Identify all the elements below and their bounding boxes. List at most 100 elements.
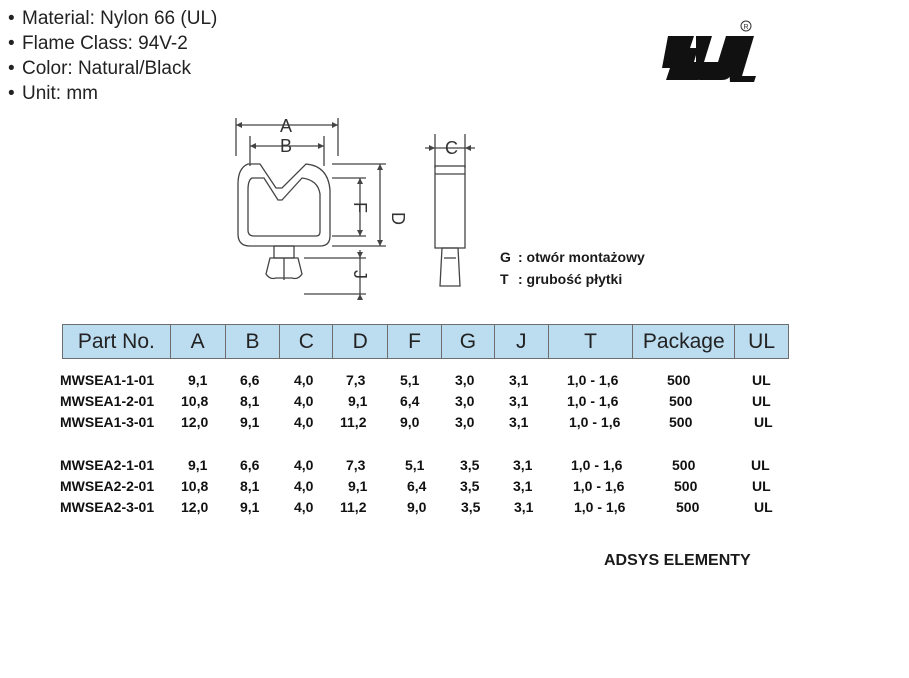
cell-part-no: MWSEA1-3-01 bbox=[60, 414, 155, 430]
legend-key-t: T bbox=[500, 271, 509, 287]
dim-label-d: D bbox=[388, 212, 408, 225]
cell-c: 4,0 bbox=[294, 478, 314, 494]
table-row: MWSEA1-2-01 10,8 8,1 4,0 9,1 6,4 3,0 3,1… bbox=[0, 393, 909, 414]
clip-body-outer bbox=[237, 163, 331, 247]
cell-ul: UL bbox=[754, 499, 773, 515]
dim-b-arrow-right bbox=[318, 143, 324, 149]
table-row: MWSEA2-1-01 9,1 6,6 4,0 7,3 5,1 3,5 3,1 … bbox=[0, 457, 909, 478]
legend-text-t: : grubość płytki bbox=[518, 271, 623, 287]
spec-material-text: Material: Nylon 66 (UL) bbox=[22, 8, 218, 29]
spec-list: •Material: Nylon 66 (UL) •Flame Class: 9… bbox=[8, 6, 217, 106]
cell-part-no: MWSEA1-1-01 bbox=[60, 372, 155, 388]
legend-key-g: G bbox=[500, 249, 511, 265]
cell-j: 3,1 bbox=[514, 499, 534, 515]
table-row: MWSEA2-2-01 10,8 8,1 4,0 9,1 6,4 3,5 3,1… bbox=[0, 478, 909, 499]
registered-mark-icon bbox=[740, 20, 752, 32]
spec-color-text: Color: Natural/Black bbox=[22, 58, 191, 79]
cell-b: 6,6 bbox=[240, 372, 260, 388]
cell-f: 9,0 bbox=[400, 414, 420, 430]
legend-text-g: : otwór montażowy bbox=[518, 249, 645, 265]
ul-certification-icon: R bbox=[662, 20, 756, 82]
cell-f: 6,4 bbox=[407, 478, 427, 494]
cell-j: 3,1 bbox=[513, 478, 533, 494]
cell-ul: UL bbox=[751, 457, 770, 473]
cell-b: 9,1 bbox=[240, 499, 260, 515]
cell-c: 4,0 bbox=[294, 499, 314, 515]
dim-j-arrow-bottom bbox=[357, 294, 363, 300]
company-name: ADSYS ELEMENTY bbox=[604, 552, 751, 569]
cell-g: 3,5 bbox=[460, 457, 480, 473]
cell-c: 4,0 bbox=[294, 372, 314, 388]
dim-c-arrow-right bbox=[465, 145, 471, 151]
dim-j-arrow-top bbox=[357, 252, 363, 258]
cell-j: 3,1 bbox=[509, 414, 529, 430]
spec-unit: •Unit: mm bbox=[8, 83, 98, 104]
cell-package: 500 bbox=[676, 499, 700, 515]
header-package: Package bbox=[633, 325, 736, 358]
cell-d: 9,1 bbox=[348, 393, 368, 409]
dim-label-j: J bbox=[350, 270, 370, 279]
dim-label-f: F bbox=[350, 202, 370, 213]
legend-row-t: T : grubość płytki bbox=[500, 268, 645, 290]
dim-f-arrow-top bbox=[357, 178, 363, 184]
cell-b: 8,1 bbox=[240, 393, 260, 409]
cell-package: 500 bbox=[669, 393, 693, 409]
table-row: MWSEA1-1-01 9,1 6,6 4,0 7,3 5,1 3,0 3,1 … bbox=[0, 372, 909, 393]
cell-f: 5,1 bbox=[400, 372, 420, 388]
dim-d-arrow-bottom bbox=[377, 240, 383, 246]
header-c: C bbox=[280, 325, 334, 358]
cell-t: 1,0 - 1,6 bbox=[573, 478, 625, 494]
cell-g: 3,0 bbox=[455, 372, 475, 388]
legend-row-g: G : otwór montażowy bbox=[500, 246, 645, 268]
cell-ul: UL bbox=[752, 478, 771, 494]
table-row: MWSEA1-3-01 12,0 9,1 4,0 11,2 9,0 3,0 3,… bbox=[0, 414, 909, 435]
cell-part-no: MWSEA2-3-01 bbox=[60, 499, 155, 515]
cell-j: 3,1 bbox=[509, 372, 529, 388]
cell-f: 9,0 bbox=[407, 499, 427, 515]
cell-c: 4,0 bbox=[294, 393, 314, 409]
cell-d: 7,3 bbox=[346, 457, 366, 473]
clip-body-inner bbox=[247, 177, 321, 237]
side-view-stem bbox=[439, 247, 461, 287]
side-view-body bbox=[434, 165, 466, 249]
spec-flame-class: •Flame Class: 94V-2 bbox=[8, 33, 188, 54]
table-row: MWSEA2-3-01 12,0 9,1 4,0 11,2 9,0 3,5 3,… bbox=[0, 499, 909, 520]
cell-b: 6,6 bbox=[240, 457, 260, 473]
cell-b: 9,1 bbox=[240, 414, 260, 430]
cell-package: 500 bbox=[672, 457, 696, 473]
cell-g: 3,5 bbox=[461, 499, 481, 515]
cell-part-no: MWSEA1-2-01 bbox=[60, 393, 155, 409]
clip-stem bbox=[273, 245, 295, 259]
spec-flame-class-text: Flame Class: 94V-2 bbox=[22, 33, 188, 54]
dim-label-c: C bbox=[445, 138, 458, 158]
dim-b-arrow-left bbox=[250, 143, 256, 149]
header-t: T bbox=[549, 325, 634, 358]
cell-d: 11,2 bbox=[340, 414, 367, 430]
header-b: B bbox=[226, 325, 281, 358]
header-part-no: Part No. bbox=[63, 325, 171, 358]
cell-a: 10,8 bbox=[181, 478, 209, 494]
dim-label-a: A bbox=[280, 116, 292, 136]
ul-logo-right-shape bbox=[726, 36, 756, 82]
header-a: A bbox=[171, 325, 226, 358]
registered-mark-letter: R bbox=[744, 24, 749, 31]
cell-j: 3,1 bbox=[513, 457, 533, 473]
cell-c: 4,0 bbox=[294, 457, 314, 473]
cell-ul: UL bbox=[752, 372, 771, 388]
header-d: D bbox=[333, 325, 389, 358]
clip-arrow-head bbox=[265, 257, 303, 280]
cell-f: 6,4 bbox=[400, 393, 420, 409]
cell-package: 500 bbox=[674, 478, 698, 494]
cell-part-no: MWSEA2-2-01 bbox=[60, 478, 155, 494]
cell-a: 9,1 bbox=[188, 457, 208, 473]
cell-t: 1,0 - 1,6 bbox=[567, 393, 619, 409]
clip-technical-drawing: A B C D F J bbox=[235, 116, 475, 300]
cell-t: 1,0 - 1,6 bbox=[571, 457, 623, 473]
header-g: G bbox=[442, 325, 495, 358]
cell-b: 8,1 bbox=[240, 478, 260, 494]
cell-g: 3,0 bbox=[455, 393, 475, 409]
dim-d-arrow-top bbox=[377, 164, 383, 170]
cell-d: 7,3 bbox=[346, 372, 366, 388]
spec-color: •Color: Natural/Black bbox=[8, 58, 191, 79]
cell-a: 10,8 bbox=[181, 393, 209, 409]
